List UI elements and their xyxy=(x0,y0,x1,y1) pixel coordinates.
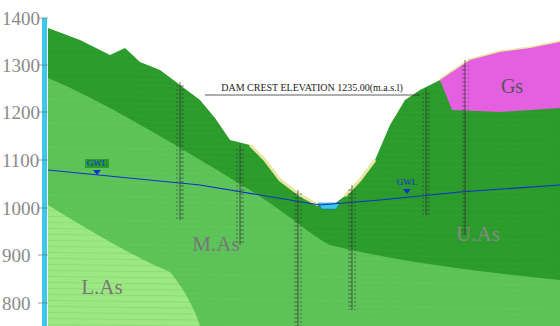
axis-value: 1300 xyxy=(2,56,40,75)
layer-name: Gs xyxy=(501,76,523,96)
layer-name: L.As xyxy=(81,277,122,298)
sky xyxy=(48,0,560,207)
elevation-bar xyxy=(42,18,47,326)
axis-value: 800 xyxy=(2,294,31,313)
axis-value: 1200 xyxy=(2,103,40,122)
crest-label: DAM CREST ELEVATION 1235.00(m.a.s.l) xyxy=(219,83,405,93)
gwl-marker xyxy=(93,170,101,175)
groundwater-line xyxy=(48,170,560,205)
boreholes xyxy=(176,60,469,326)
axis-value: 1400 xyxy=(2,9,40,28)
soil-cover xyxy=(250,145,318,205)
dam-crest-line xyxy=(205,95,420,96)
gwl-label: GWL xyxy=(85,159,110,168)
granite-zone xyxy=(440,42,560,112)
gwl-label: GWL xyxy=(395,178,420,187)
soil-cover xyxy=(345,42,560,196)
axis-value: 900 xyxy=(2,246,31,265)
layer-name: U.As xyxy=(456,224,500,245)
axis-value: 1000 xyxy=(2,199,40,218)
axis-value: 1100 xyxy=(2,151,39,170)
layer-name: M.As xyxy=(192,234,239,255)
gwl-marker xyxy=(403,189,411,194)
